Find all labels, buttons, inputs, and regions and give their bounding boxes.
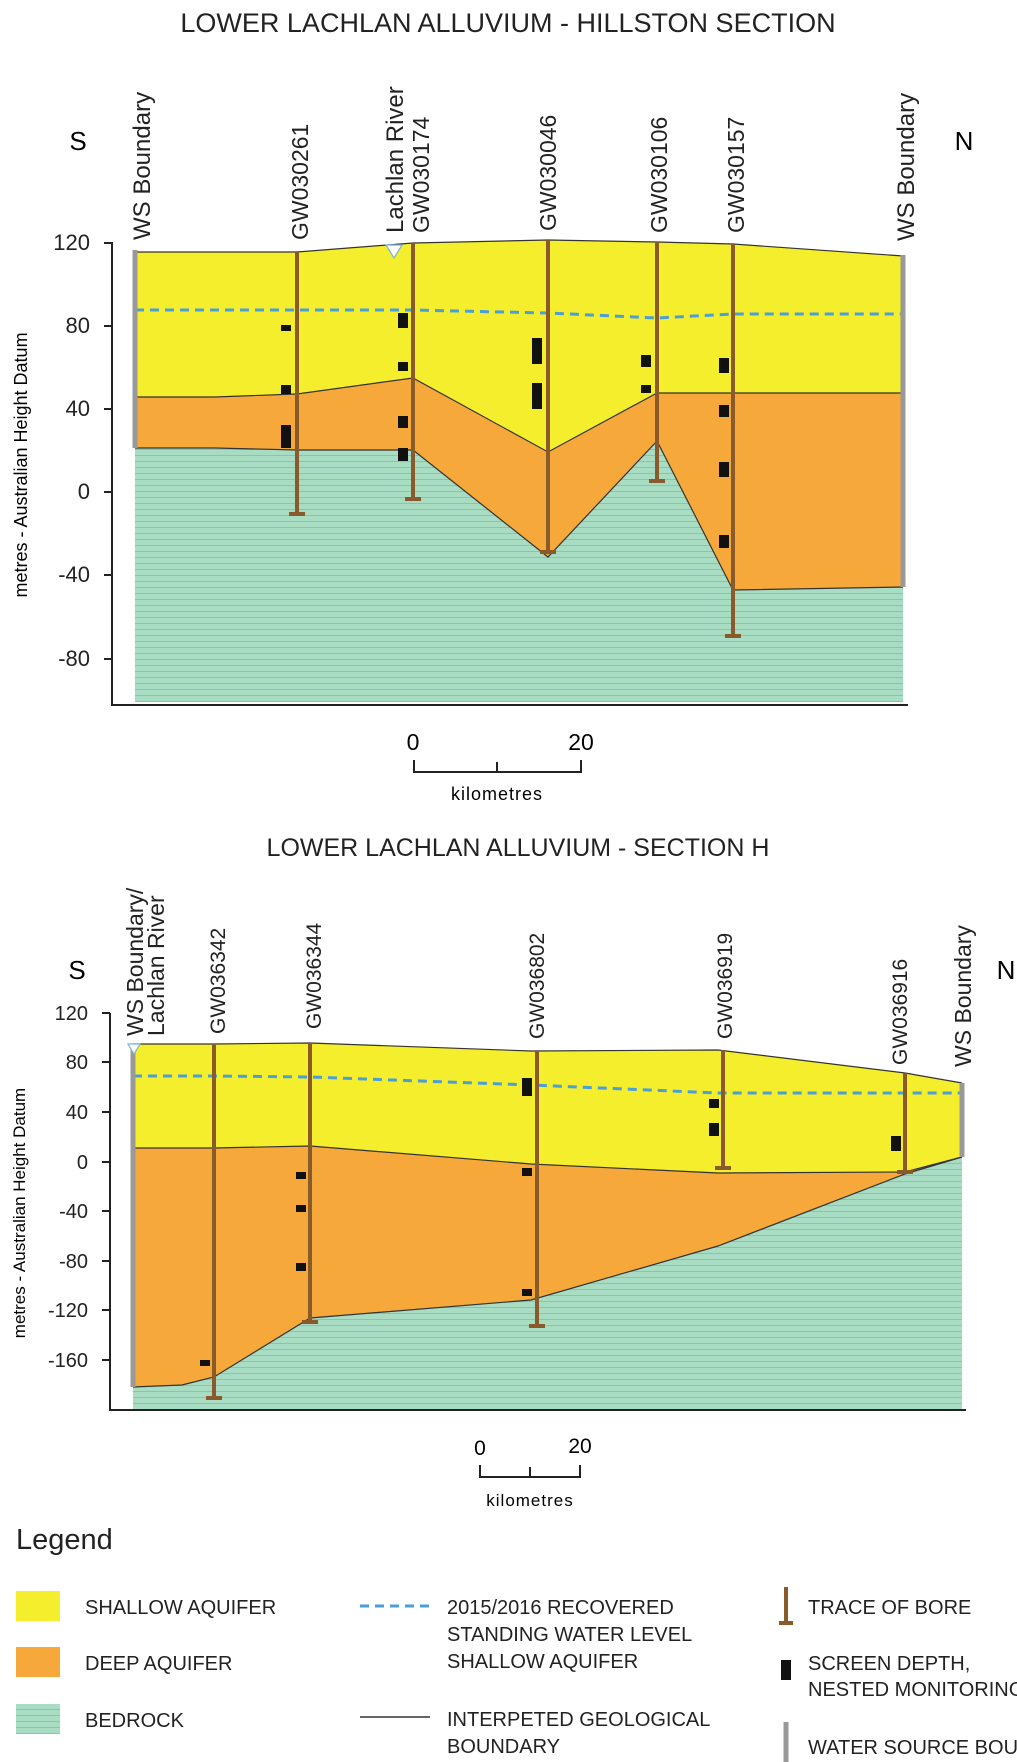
section2-shallow-aquifer-layer	[133, 1043, 962, 1173]
section1-axes	[104, 242, 908, 706]
legend-label-shallow: SHALLOW AQUIFER	[85, 1597, 276, 1619]
section2-label-gw036916: GW036916	[889, 959, 912, 1065]
section2-ytick: -160	[48, 1350, 88, 1372]
section2-y-ticks: 120 80 40 0 -40 -80 -120 -160	[48, 1003, 88, 1372]
legend-label-bore: TRACE OF BORE	[808, 1597, 971, 1619]
legend-title: Legend	[16, 1524, 113, 1556]
legend-swatch-bedrock	[16, 1704, 60, 1734]
section2-scale-end: 20	[568, 1435, 591, 1458]
section2-label-ws-boundary-right: WS Boundary	[950, 925, 976, 1067]
section1-label-gw030046: GW030046	[535, 115, 561, 231]
section1-river-marker	[384, 244, 404, 260]
legend-label-boundary-2: BOUNDARY	[447, 1736, 560, 1758]
section2-label-gw036344: GW036344	[303, 922, 326, 1029]
legend-swatch-shallow	[16, 1591, 60, 1621]
section2-deep-aquifer-layer	[133, 1146, 962, 1387]
section1-bores	[289, 240, 741, 638]
section2-top-labels: WS Boundary/ Lachlan River GW036342 GW03…	[122, 887, 976, 1067]
section1-ytick: -80	[58, 646, 90, 671]
legend-label-screen-2: NESTED MONITORING	[808, 1679, 1017, 1701]
section2-bedrock-layer	[133, 1157, 962, 1410]
section2-scale-start: 0	[474, 1437, 486, 1460]
section1-ytick: 40	[66, 396, 90, 421]
section2-ytick: 0	[77, 1152, 88, 1174]
section1-label-gw030174: GW030174	[408, 116, 434, 233]
section2-y-axis-label: metres - Australian Height Datum	[10, 1088, 29, 1338]
section2-ytick: -120	[48, 1300, 88, 1322]
legend-label-water-level-3: SHALLOW AQUIFER	[447, 1651, 638, 1673]
section2-screens	[200, 1078, 901, 1366]
legend-label-water-level-2: STANDING WATER LEVEL	[447, 1624, 692, 1646]
section2-diagram: LOWER LACHLAN ALLUVIUM - SECTION H S N	[10, 834, 1015, 1510]
legend-screen-symbol	[781, 1660, 791, 1680]
section2-bores	[206, 1043, 913, 1400]
section1-screens	[281, 313, 729, 548]
section2-ytick: 120	[55, 1003, 88, 1025]
section1-bedrock-layer	[135, 441, 903, 702]
legend-label-bedrock: BEDROCK	[85, 1710, 185, 1732]
section2-ytick: 80	[66, 1052, 88, 1074]
section2-south-label: S	[68, 955, 85, 985]
legend-label-water-source-boundary: WATER SOURCE BOUN	[808, 1737, 1017, 1759]
section1-north-label: N	[955, 126, 974, 156]
section1-shallow-aquifer-layer	[135, 240, 903, 452]
section1-label-ws-boundary-left: WS Boundary	[129, 92, 156, 240]
section1-label-lachlan-river: Lachlan River	[382, 86, 409, 233]
section2-north-label: N	[997, 955, 1016, 985]
section2-river-marker	[126, 1043, 142, 1056]
section2-ytick: 40	[66, 1102, 88, 1124]
legend-swatch-deep	[16, 1647, 60, 1677]
section1-y-axis-label: metres - Australian Height Datum	[11, 332, 31, 597]
legend-label-deep: DEEP AQUIFER	[85, 1653, 232, 1675]
section2-ytick: -80	[59, 1251, 88, 1273]
section1-ytick: 0	[78, 479, 90, 504]
section1-label-gw030106: GW030106	[646, 117, 672, 233]
section2-title: LOWER LACHLAN ALLUVIUM - SECTION H	[267, 834, 770, 862]
section1-scale-bar: 0 20 kilometres	[407, 729, 594, 804]
section1-title: LOWER LACHLAN ALLUVIUM - HILLSTON SECTIO…	[180, 8, 835, 38]
legend-label-boundary-1: INTERPETED GEOLOGICAL	[447, 1709, 710, 1731]
legend-label-screen-1: SCREEN DEPTH,	[808, 1653, 970, 1675]
section1-scale-start: 0	[407, 729, 420, 755]
section1-scale-end: 20	[568, 729, 594, 755]
section1-label-ws-boundary-right: WS Boundary	[893, 93, 920, 241]
section2-label-ws-boundary: WS Boundary/	[122, 887, 148, 1036]
section1-ytick: -40	[58, 562, 90, 587]
section1-label-gw030157: GW030157	[723, 117, 749, 233]
section1-south-label: S	[69, 126, 86, 156]
section1-y-ticks: 120 80 40 0 -40 -80	[53, 230, 90, 671]
section2-scale-bar: 0 20 kilometres	[474, 1435, 592, 1510]
section2-scale-unit: kilometres	[486, 1491, 573, 1510]
section1-ytick: 120	[53, 230, 90, 255]
section2-label-lachlan-river: Lachlan River	[143, 895, 169, 1036]
section1-ytick: 80	[66, 313, 90, 338]
legend-label-water-level-1: 2015/2016 RECOVERED	[447, 1597, 674, 1619]
section2-axes	[102, 1012, 966, 1411]
section1-scale-unit: kilometres	[451, 784, 543, 804]
section2-label-gw036342: GW036342	[207, 928, 230, 1034]
section1-diagram: LOWER LACHLAN ALLUVIUM - HILLSTON SECTIO…	[11, 8, 973, 804]
section1-top-labels: WS Boundary GW030261 Lachlan River GW030…	[129, 86, 920, 241]
section2-label-gw036919: GW036919	[714, 933, 737, 1039]
section2-label-gw036802: GW036802	[526, 933, 549, 1039]
section1-deep-aquifer-layer	[135, 378, 903, 590]
section2-ytick: -40	[59, 1201, 88, 1223]
section1-label-gw030261: GW030261	[287, 124, 313, 240]
legend: Legend SHALLOW AQUIFER DEEP AQUIFER BEDR…	[16, 1524, 1017, 1762]
